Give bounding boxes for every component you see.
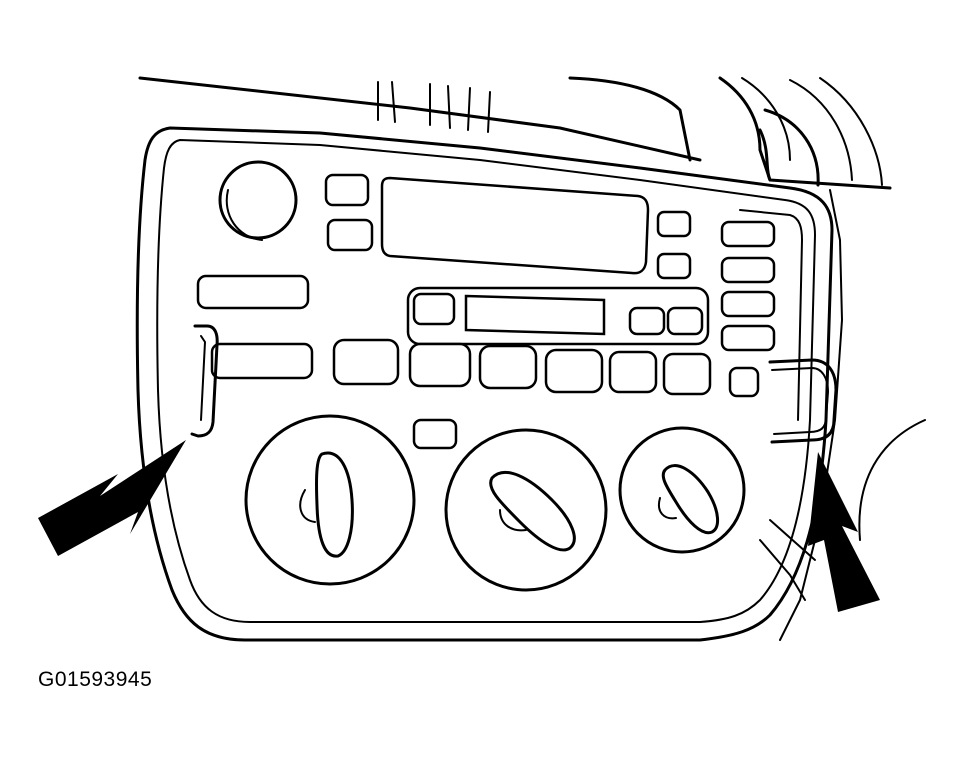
climate-knob-left (244, 414, 416, 586)
climate-knob-right (618, 426, 746, 554)
radio-buttons (196, 173, 776, 380)
preset-buttons (332, 338, 760, 450)
dashboard-outline (138, 76, 926, 641)
arrow-left (38, 440, 186, 556)
volume-knob (218, 160, 298, 241)
arrow-right (808, 452, 880, 612)
climate-knob-center (444, 428, 608, 592)
removal-tool-left (190, 324, 219, 438)
cassette-slot (406, 286, 710, 346)
radio-display (380, 176, 650, 275)
figure-id-label: G01593945 (38, 668, 153, 691)
removal-tool-right (768, 358, 838, 444)
